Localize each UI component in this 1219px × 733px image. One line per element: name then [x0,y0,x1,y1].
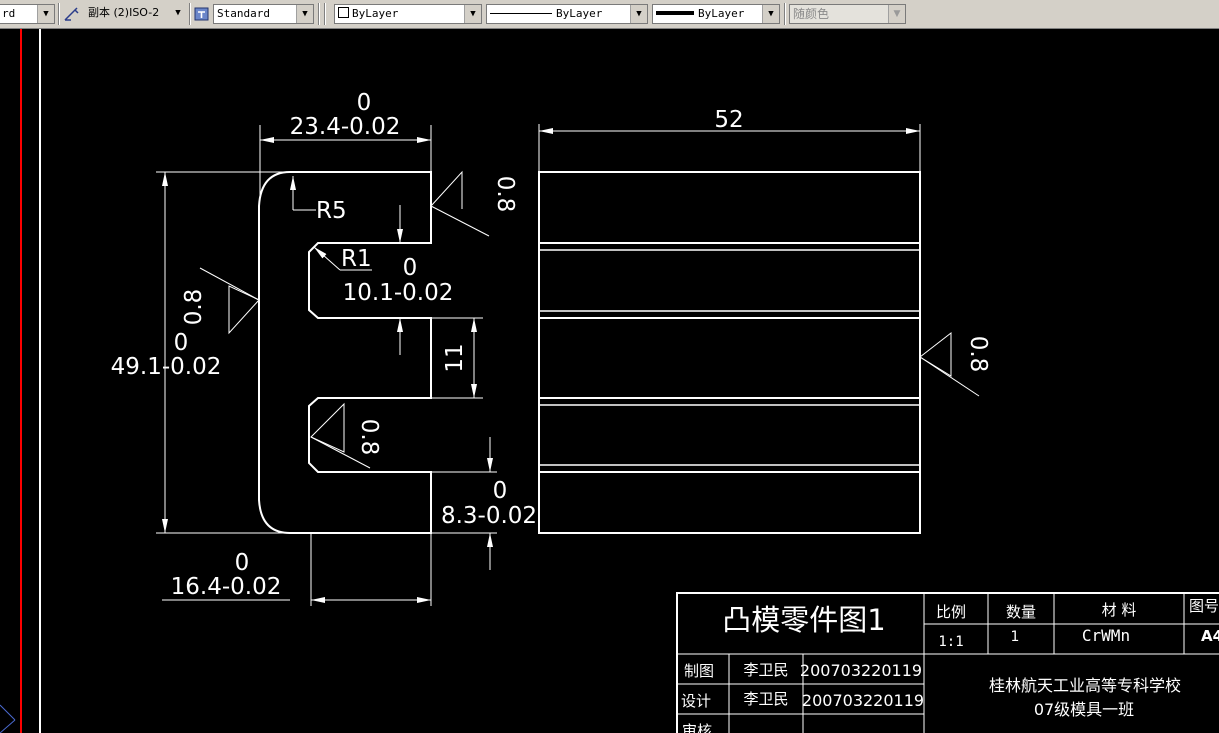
drawing-canvas[interactable]: 0 23.4-0.02 R5 R1 0 10.1-0.02 0 49.1-0.0… [0,29,1219,733]
text-style-dropdown[interactable]: Standard ▼ [213,4,314,24]
draw-name: 李卫民 [743,661,788,679]
layer-value: rd [2,7,16,20]
width-top-zero: 0 [357,90,372,116]
slot-zero: 0 [403,255,418,281]
chevron-down-icon: ▼ [464,5,481,23]
quantity-value: 1 [1011,629,1020,645]
linetype-value: ByLayer [556,7,603,20]
design-name: 李卫民 [743,690,788,708]
chevron-down-icon: ▼ [630,5,647,23]
quantity-header: 数量 [1006,603,1036,621]
front-view [258,171,432,534]
height-zero: 0 [174,330,189,356]
side-dimension-lines [538,124,921,172]
radius-outer-label: R5 [316,198,347,224]
title-block-text: 凸模零件图1 比例 1:1 数量 1 材 料 CrWMn 图号 A4 制图 李卫… [681,597,1219,733]
chevron-down-icon: ▼ [762,5,779,23]
dimension-style-value: 副本 (2)ISO-2 [88,6,160,19]
scale-value: 1:1 [938,634,963,650]
front-dimension-text: 0 23.4-0.02 R5 R1 0 10.1-0.02 0 49.1-0.0… [111,90,537,600]
ucs-icon [0,704,16,721]
color-dropdown[interactable]: ByLayer ▼ [334,4,482,24]
dimension-style-icon[interactable] [63,5,81,23]
toolbar-separator [784,3,786,25]
scale-header: 比例 [936,603,966,621]
front-view-outline [258,171,432,534]
drawing-number-header: 图号 [1189,597,1219,615]
roughness-top-value: 0.8 [492,176,518,213]
roughness-symbols [199,170,980,469]
bottom-dimension: 8.3-0.02 [441,503,537,529]
school-name: 桂林航天工业高等专科学校 [989,676,1181,695]
title-block [676,592,1219,733]
side-view [538,171,921,534]
slot-width-dimension: 10.1-0.02 [343,280,454,306]
base-width-dimension: 16.4-0.02 [171,574,282,600]
width-top-dimension: 23.4-0.02 [290,114,401,140]
lineweight-value: ByLayer [698,7,745,20]
class-name: 07级模具一班 [1034,700,1134,719]
material-value: CrWMn [1082,626,1130,645]
side-width-dimension: 52 [714,107,743,133]
roughness-left-value: 0.8 [181,289,207,326]
layer-dropdown[interactable]: rd ▼ [0,4,55,24]
radius-inner-label: R1 [341,246,372,272]
draw-id: 200703220119 [800,661,922,680]
bottom-zero: 0 [493,478,508,504]
chevron-down-icon: ▼ [175,8,181,18]
roughness-inner-value: 0.8 [356,419,382,456]
lineweight-dropdown[interactable]: ByLayer ▼ [652,4,780,24]
text-style-icon[interactable] [193,5,211,23]
plot-style-value: 随颜色 [793,7,830,21]
color-value: ByLayer [352,7,399,20]
toolbar-separator [58,3,60,25]
front-dimension-lines [162,137,493,603]
base-zero: 0 [235,550,250,576]
dimension-style-dropdown[interactable]: 副本 (2)ISO-2 ▼ [84,4,186,24]
ucs-icon-part [0,719,16,733]
material-header: 材 料 [1102,601,1137,619]
color-swatch [338,7,349,18]
toolbar-separator [318,3,320,25]
text-style-value: Standard [217,7,270,20]
properties-toolbar: rd ▼ 副本 (2)ISO-2 ▼ Standard ▼ ByLayer ▼ … [0,0,1219,29]
toolbar-separator [324,3,326,25]
side-roughness-value: 0.8 [965,336,991,373]
chevron-down-icon: ▼ [37,5,54,23]
linetype-dropdown[interactable]: ByLayer ▼ [486,4,648,24]
drawing-title: 凸模零件图1 [722,603,885,637]
drawing-number-value: A4 [1201,627,1219,645]
linetype-preview [490,13,552,14]
review-label: 审核 [682,722,712,733]
toolbar-separator [189,3,191,25]
chevron-down-icon: ▼ [296,5,313,23]
chevron-down-icon: ▼ [888,5,905,23]
design-id: 200703220119 [802,691,924,710]
height-dimension: 49.1-0.02 [111,354,222,380]
side-dimension-text: 52 0.8 [714,107,991,372]
lineweight-preview [656,11,694,15]
plot-style-dropdown[interactable]: 随颜色 ▼ [789,4,906,24]
gap-dimension: 11 [442,343,468,372]
design-label: 设计 [681,692,711,710]
draw-label: 制图 [684,662,714,680]
